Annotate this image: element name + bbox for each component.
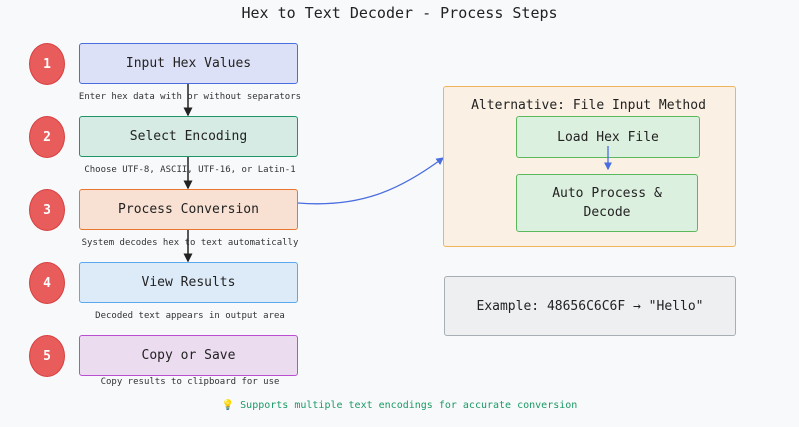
footer-text: Supports multiple text encodings for acc… [240, 400, 578, 411]
lightbulb-icon: 💡 [221, 400, 235, 411]
step-number-badge: 3 [29, 189, 65, 231]
load-hex-file-node: Load Hex File [516, 116, 700, 158]
step-number-badge: 2 [29, 116, 65, 158]
step-description: Decoded text appears in output area [95, 311, 285, 321]
step-box: Process Conversion [79, 189, 298, 230]
step-box: Copy or Save [79, 335, 298, 376]
auto-process-node: Auto Process & Decode [516, 174, 698, 232]
step-number-badge: 5 [29, 335, 65, 377]
step-box: Select Encoding [79, 116, 298, 157]
step-description: Enter hex data with or without separator… [78, 92, 302, 102]
step-number-badge: 4 [29, 262, 65, 304]
alternative-title: Alternative: File Input Method [471, 98, 706, 113]
step-description: Choose UTF-8, ASCII, UTF-16, or Latin-1 [84, 165, 296, 175]
arrow-to-alternative [297, 157, 445, 205]
footer-note: 💡 Supports multiple text encodings for a… [0, 400, 799, 411]
step-box: Input Hex Values [79, 43, 298, 84]
step-description: System decodes hex to text automatically [81, 238, 299, 248]
step-description: Copy results to clipboard for use [100, 377, 280, 387]
step-box: View Results [79, 262, 298, 303]
example-box: Example: 48656C6C6F → "Hello" [444, 276, 736, 336]
step-number-badge: 1 [29, 43, 65, 85]
diagram-title: Hex to Text Decoder - Process Steps [241, 4, 558, 22]
